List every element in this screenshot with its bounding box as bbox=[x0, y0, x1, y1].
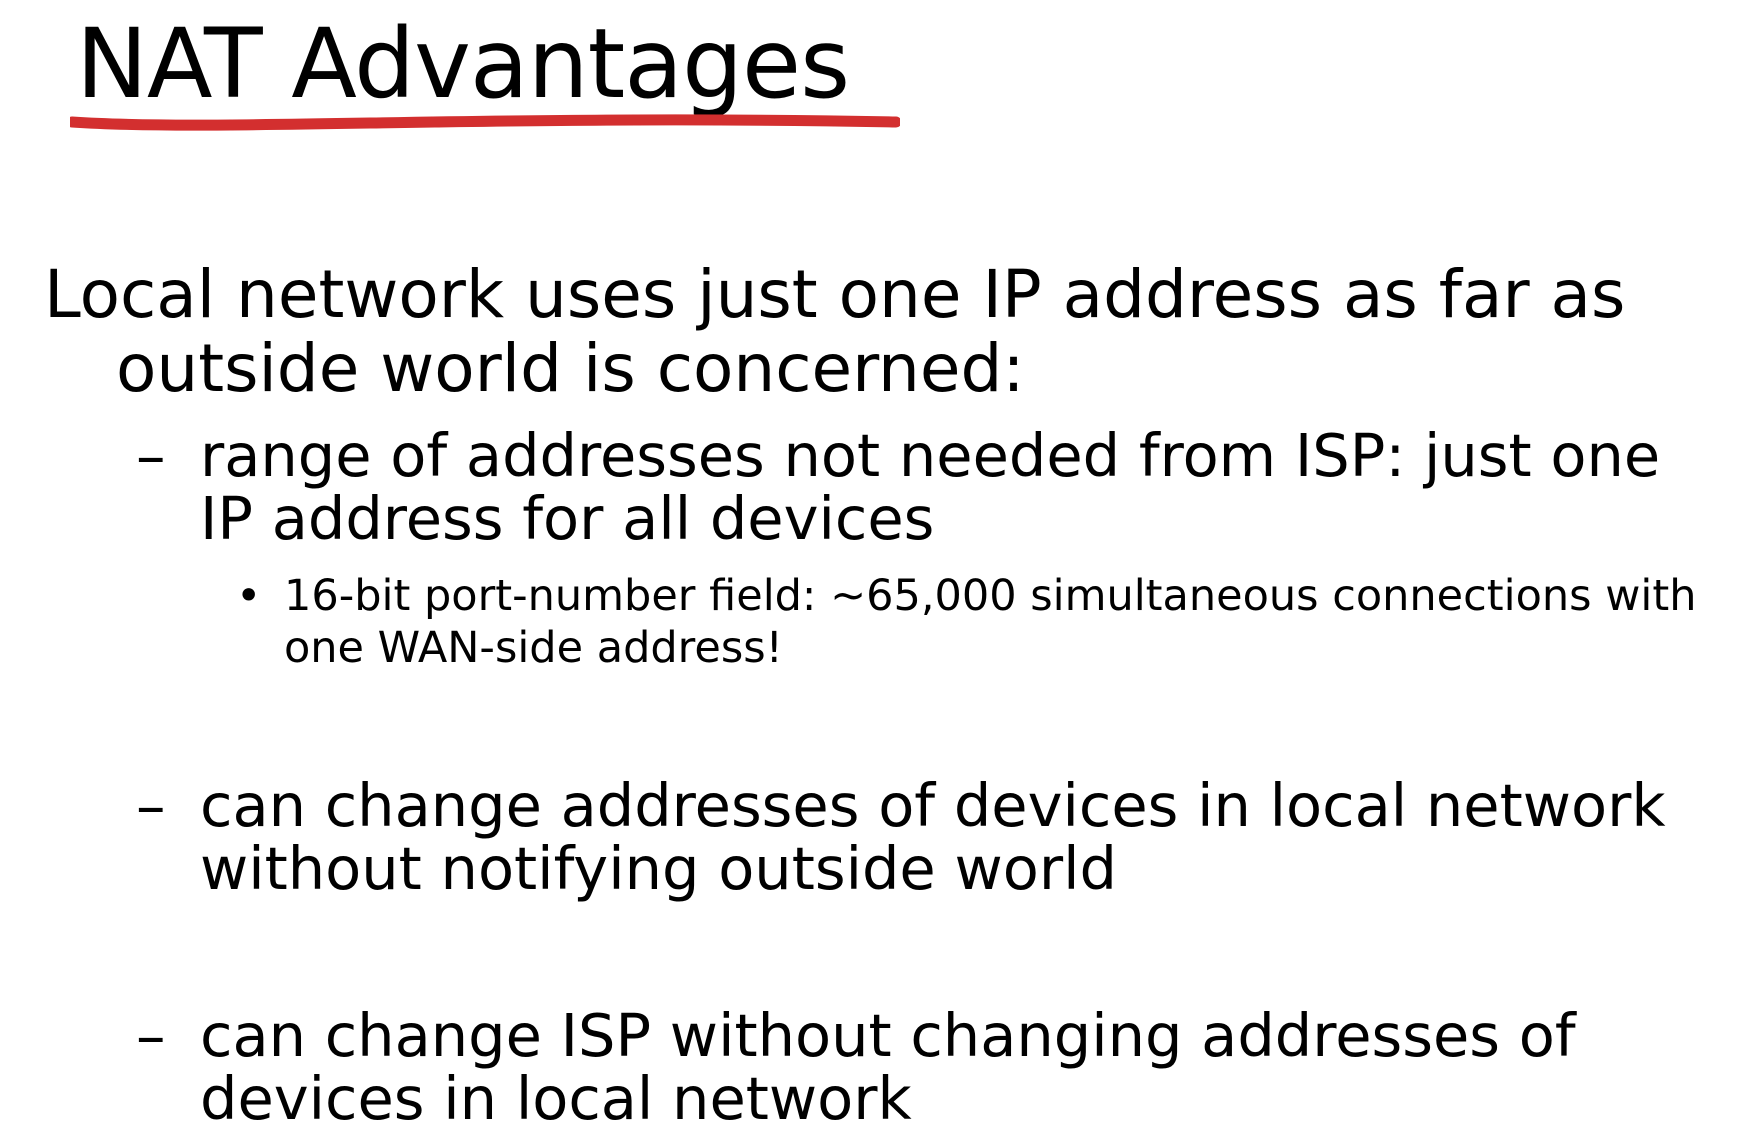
intro-text: Local network uses just one IP address a… bbox=[44, 256, 1626, 407]
dash-bullet-icon: – bbox=[136, 1001, 166, 1070]
dash-bullet-icon: – bbox=[136, 421, 166, 490]
slide-title: NAT Advantages bbox=[76, 8, 850, 120]
point-3-text: can change ISP without changing addresse… bbox=[200, 1001, 1576, 1133]
subpoint-1: • 16-bit port-number field: ~65,000 simu… bbox=[232, 570, 1732, 674]
dash-bullet-icon: – bbox=[136, 771, 166, 840]
title-underline-stroke bbox=[70, 114, 900, 131]
point-2-text: can change addresses of devices in local… bbox=[200, 771, 1666, 903]
subpoint-1-text: 16-bit port-number field: ~65,000 simult… bbox=[284, 571, 1697, 673]
point-3: – can change ISP without changing addres… bbox=[136, 1004, 1726, 1130]
point-1: – range of addresses not needed from ISP… bbox=[136, 424, 1726, 550]
point-2: – can change addresses of devices in loc… bbox=[136, 774, 1726, 900]
point-1-text: range of addresses not needed from ISP: … bbox=[200, 421, 1661, 553]
dot-bullet-icon: • bbox=[236, 571, 262, 621]
